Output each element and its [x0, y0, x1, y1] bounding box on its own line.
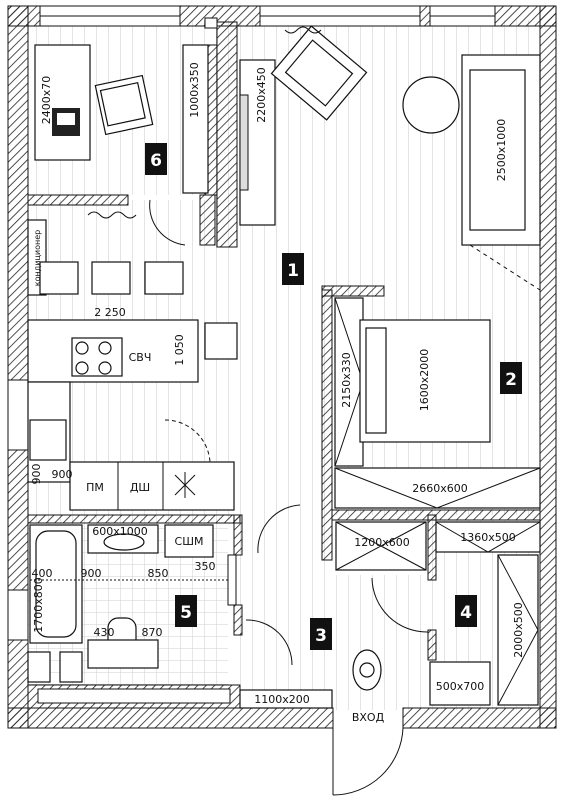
- hallway: [239, 504, 541, 796]
- room-5-tag: [175, 595, 197, 627]
- dim-400: 400: [32, 567, 53, 580]
- dim-entry-cab: 1100x200: [254, 693, 310, 706]
- dim-kitchen-depth: 1 050: [173, 334, 186, 366]
- dim-900a: 900: [30, 464, 43, 485]
- dim-900b: 900: [52, 468, 73, 481]
- room-3-label: 3: [315, 626, 327, 646]
- dim-tv-unit: 2200x450: [255, 67, 268, 123]
- room-1-label: 1: [287, 261, 299, 281]
- dim-bedroom-wardrobe: 2660x600: [412, 482, 468, 495]
- entrance-label: ВХОД: [352, 711, 385, 724]
- room-6-tag: [145, 143, 167, 175]
- room-5-label: 5: [180, 603, 192, 623]
- kitchen: [27, 219, 238, 511]
- dishwasher2-label: ДШ: [130, 481, 150, 494]
- room-2-label: 2: [505, 370, 517, 390]
- dim-hall-cab2: 1360x500: [460, 531, 516, 544]
- appliance-labels: кондиционер СВЧ ПМ ДШ СШМ ВХОД: [33, 230, 385, 724]
- washer-label: СШМ: [175, 535, 204, 548]
- dim-closet-small: 500x700: [436, 680, 485, 693]
- living-furniture: [239, 25, 541, 291]
- dim-hall-cab1: 1200x600: [354, 536, 410, 549]
- room-2-tag: [500, 362, 522, 394]
- dim-900c: 900: [81, 567, 102, 580]
- dim-bed: 1600x2000: [418, 349, 431, 412]
- dim-sink: 600x1000: [92, 525, 148, 538]
- room-4-label: 4: [460, 603, 472, 623]
- dim-bath: 1700x800: [32, 577, 45, 633]
- dishwasher1-label: ПМ: [86, 481, 104, 494]
- dim-desk: 2400x70: [40, 76, 53, 125]
- room-3-tag: [310, 618, 332, 650]
- room-6-label: 6: [150, 151, 162, 171]
- dim-shelf-office: 1000x350: [188, 62, 201, 118]
- room-4-tag: [455, 595, 477, 627]
- dim-closet: 2000x500: [512, 602, 525, 658]
- bathroom: [27, 524, 228, 683]
- dim-870: 870: [142, 626, 163, 639]
- ac-label: кондиционер: [33, 230, 42, 286]
- room-tags: 6 1 2 3 4 5: [145, 143, 522, 650]
- microwave-label: СВЧ: [129, 351, 152, 364]
- office-furniture: [34, 44, 209, 246]
- dim-bed-wardrobe: 2150x330: [340, 352, 353, 408]
- room-1-tag: [282, 253, 304, 285]
- dim-350: 350: [195, 560, 216, 573]
- walls: [7, 5, 557, 729]
- dim-430: 430: [94, 626, 115, 639]
- dim-sofa: 2500x1000: [495, 119, 508, 182]
- dim-850: 850: [148, 567, 169, 580]
- dimension-labels: 2400x70 1000x350 2200x450 2500x1000 2 25…: [30, 62, 525, 706]
- bedroom: [334, 297, 541, 509]
- dim-kitchen-width: 2 250: [94, 306, 126, 319]
